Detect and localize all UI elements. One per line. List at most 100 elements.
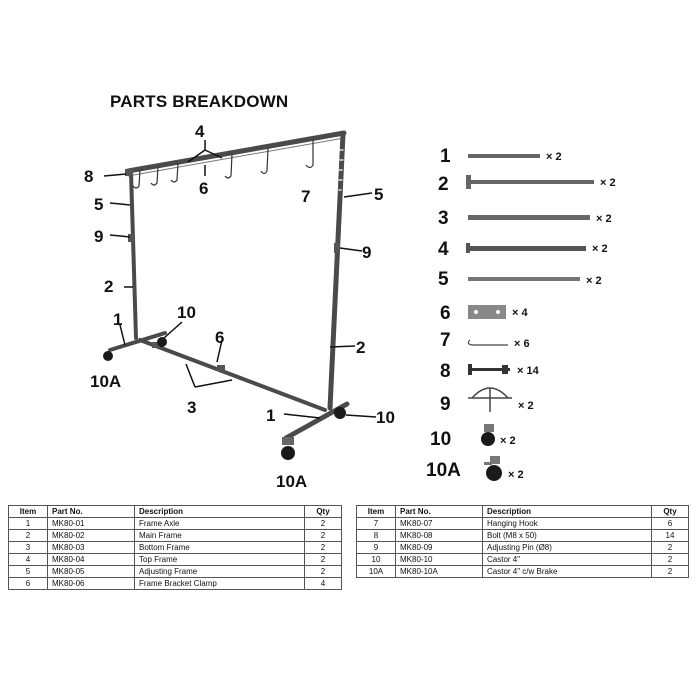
cell-part: MK80-02	[47, 529, 135, 542]
cell-item: 1	[8, 517, 48, 530]
cell-desc: Castor 4" c/w Brake	[482, 565, 652, 578]
legend-num-8: 8	[440, 361, 451, 382]
cell-part: MK80-04	[47, 553, 135, 566]
callout-4: 4	[195, 122, 205, 141]
callout-10-right: 10	[376, 408, 395, 427]
legend-num-6: 6	[440, 303, 451, 324]
legend-qty-10a: × 2	[508, 469, 524, 481]
cell-desc: Castor 4"	[482, 553, 652, 566]
cell-part: MK80-03	[47, 541, 135, 554]
col-part-header: Part No.	[47, 505, 135, 518]
legend-qty-6: × 4	[512, 307, 528, 319]
callout-6-bottom: 6	[215, 328, 224, 347]
callout-2-left: 2	[104, 277, 113, 296]
legend-qty-7: × 6	[514, 338, 530, 350]
callout-1-left: 1	[113, 310, 122, 329]
callout-7: 7	[301, 187, 310, 206]
callout-2-right: 2	[356, 338, 365, 357]
legend-part-2-icon	[470, 180, 594, 184]
cell-item: 6	[8, 577, 48, 590]
legend-part-8-icon	[470, 368, 510, 371]
cell-qty: 2	[304, 517, 342, 530]
col-qty-header: Qty	[304, 505, 342, 518]
legend-part-6-icon	[468, 305, 506, 319]
callout-3: 3	[187, 398, 196, 417]
legend-qty-8: × 14	[517, 365, 540, 377]
legend-part-9-icon	[468, 387, 512, 412]
cell-qty: 2	[304, 565, 342, 578]
cell-desc: Adjusting Frame	[134, 565, 305, 578]
col-part-header: Part No.	[395, 505, 483, 518]
callout-9-right: 9	[362, 243, 371, 262]
page-title: PARTS BREAKDOWN	[110, 92, 289, 111]
callout-10a-right: 10A	[276, 472, 307, 491]
legend-part-7-icon	[467, 339, 508, 346]
legend-num-9: 9	[440, 394, 451, 415]
legend-qty-5: × 2	[586, 275, 602, 287]
legend-part-10a-icon	[484, 456, 502, 481]
callout-9-left: 9	[94, 227, 103, 246]
hanging-hooks	[132, 140, 314, 189]
cell-qty: 2	[651, 541, 689, 554]
legend-num-2: 2	[438, 174, 449, 195]
cell-desc: Hanging Hook	[482, 517, 652, 530]
legend-num-10: 10	[430, 429, 451, 450]
cell-qty: 2	[304, 541, 342, 554]
cell-item: 10A	[356, 565, 396, 578]
parts-legend: 1 × 2 2 × 2 3 × 2 4 × 2 5 × 2 6 × 4 7 × …	[426, 146, 616, 481]
cell-desc: Main Frame	[134, 529, 305, 542]
cell-part: MK80-10A	[395, 565, 483, 578]
legend-qty-3: × 2	[596, 213, 612, 225]
callout-5-left: 5	[94, 195, 103, 214]
col-item-header: Item	[356, 505, 396, 518]
legend-qty-2: × 2	[600, 177, 616, 189]
legend-part-5-icon	[468, 277, 580, 281]
col-qty-header: Qty	[651, 505, 689, 518]
legend-part-3-icon	[468, 215, 590, 220]
frame-fittings	[125, 169, 340, 371]
callout-5-right: 5	[374, 185, 383, 204]
col-desc-header: Description	[482, 505, 652, 518]
legend-qty-9: × 2	[518, 400, 534, 412]
col-desc-header: Description	[134, 505, 305, 518]
callout-10-left: 10	[177, 303, 196, 322]
cell-item: 5	[8, 565, 48, 578]
cell-part: MK80-09	[395, 541, 483, 554]
cell-desc: Bolt (M8 x 50)	[482, 529, 652, 542]
cell-desc: Bottom Frame	[134, 541, 305, 554]
callout-10a-left: 10A	[90, 372, 121, 391]
cell-desc: Frame Bracket Clamp	[134, 577, 305, 590]
cell-qty: 14	[651, 529, 689, 542]
cell-desc: Frame Axle	[134, 517, 305, 530]
cell-qty: 2	[304, 529, 342, 542]
cell-item: 10	[356, 553, 396, 566]
legend-num-5: 5	[438, 269, 449, 290]
cell-desc: Top Frame	[134, 553, 305, 566]
cell-qty: 2	[651, 565, 689, 578]
callout-1-right: 1	[266, 406, 275, 425]
cell-item: 4	[8, 553, 48, 566]
cell-part: MK80-06	[47, 577, 135, 590]
cell-qty: 2	[304, 553, 342, 566]
table-header-row: Item Part No. Description Qty	[8, 505, 342, 518]
legend-num-10a: 10A	[426, 460, 461, 481]
col-item-header: Item	[8, 505, 48, 518]
legend-qty-1: × 2	[546, 151, 562, 163]
rack-diagram: 4 8 6 7 5 5 9 9 2 2 10 6 1 10A 3 1 10 10…	[84, 122, 616, 491]
cell-item: 8	[356, 529, 396, 542]
cell-qty: 6	[651, 517, 689, 530]
cell-desc: Adjusting Pin (Ø8)	[482, 541, 652, 554]
legend-part-10-icon	[481, 424, 495, 446]
